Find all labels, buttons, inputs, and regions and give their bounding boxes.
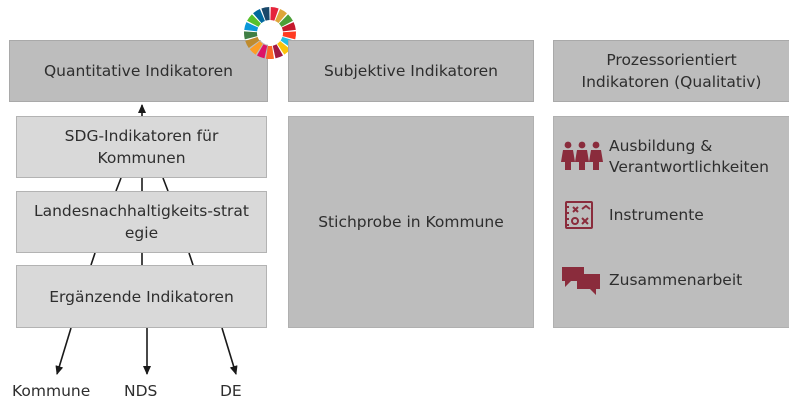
output-de: DE xyxy=(220,382,242,400)
output-nds: NDS xyxy=(124,382,158,400)
sdg-wheel-logo xyxy=(244,7,296,59)
sdg-wheel-segment xyxy=(245,36,260,49)
sdg-wheel-segment xyxy=(270,7,279,21)
box-sdg-indikatoren: SDG-Indikatoren für Kommunen xyxy=(16,116,267,178)
arrow-to-de xyxy=(221,327,238,375)
sdg-wheel-segment xyxy=(277,41,291,55)
sdg-wheel-segment xyxy=(253,9,265,24)
sdg-wheel-segment xyxy=(272,44,284,59)
header-quantitative-label: Quantitative Indikatoren xyxy=(43,62,234,80)
instruments-icon xyxy=(565,201,593,229)
process-item-zusammenarbeit-label: Zusammenarbeit xyxy=(609,270,743,289)
header-process: Prozessorientiert Indikatoren (Qualitati… xyxy=(553,40,789,102)
panel-subjective: Stichprobe in Kommune xyxy=(288,116,534,328)
sdg-wheel-segment xyxy=(249,41,263,55)
sdg-wheel-segment xyxy=(247,14,261,27)
sdg-wheel-segment xyxy=(265,45,275,59)
connector-line xyxy=(90,252,96,266)
connector-line xyxy=(188,252,194,266)
process-item-ausbildung-label: Ausbildung & Verantwortlichkeiten xyxy=(609,137,769,176)
header-process-label: Prozessorientiert Indikatoren (Qualitati… xyxy=(581,51,762,91)
header-quantitative: Quantitative Indikatoren xyxy=(9,40,268,102)
process-item-instrumente-label: Instrumente xyxy=(609,205,704,224)
output-kommune: Kommune xyxy=(12,382,91,400)
sdg-wheel-segment xyxy=(256,44,268,59)
box-landesnachhaltigkeitsstrategie-label: Landesnachhaltigkeits-strategie xyxy=(33,202,250,242)
arrow-to-kommune xyxy=(55,327,72,375)
header-subjective-label: Subjektive Indikatoren xyxy=(323,62,499,80)
sdg-wheel-segment xyxy=(275,9,287,24)
process-item-ausbildung: Ausbildung & Verantwortlichkeiten xyxy=(609,135,789,179)
box-sdg-indikatoren-label: SDG-Indikatoren für Kommunen xyxy=(64,127,219,167)
speech-bubbles-icon xyxy=(562,267,600,295)
connector-line xyxy=(162,177,169,192)
sdg-wheel-segment xyxy=(281,22,296,32)
panel-subjective-label: Stichprobe in Kommune xyxy=(318,213,504,231)
sdg-wheel-segment xyxy=(244,22,259,32)
sdg-wheel-segment xyxy=(279,14,293,27)
connector-line xyxy=(115,177,122,192)
box-ergaenzende-indikatoren: Ergänzende Indikatoren xyxy=(16,265,267,328)
box-landesnachhaltigkeitsstrategie: Landesnachhaltigkeits-strategie xyxy=(16,191,267,253)
process-item-zusammenarbeit: Zusammenarbeit xyxy=(609,269,742,291)
people-icon xyxy=(561,141,603,170)
sdg-wheel-segment xyxy=(282,31,296,40)
sdg-wheel-segment xyxy=(244,31,258,40)
box-ergaenzende-indikatoren-label: Ergänzende Indikatoren xyxy=(49,287,234,306)
sdg-wheel-segment xyxy=(261,7,270,21)
process-item-instrumente: Instrumente xyxy=(609,204,704,226)
header-subjective: Subjektive Indikatoren xyxy=(288,40,534,102)
